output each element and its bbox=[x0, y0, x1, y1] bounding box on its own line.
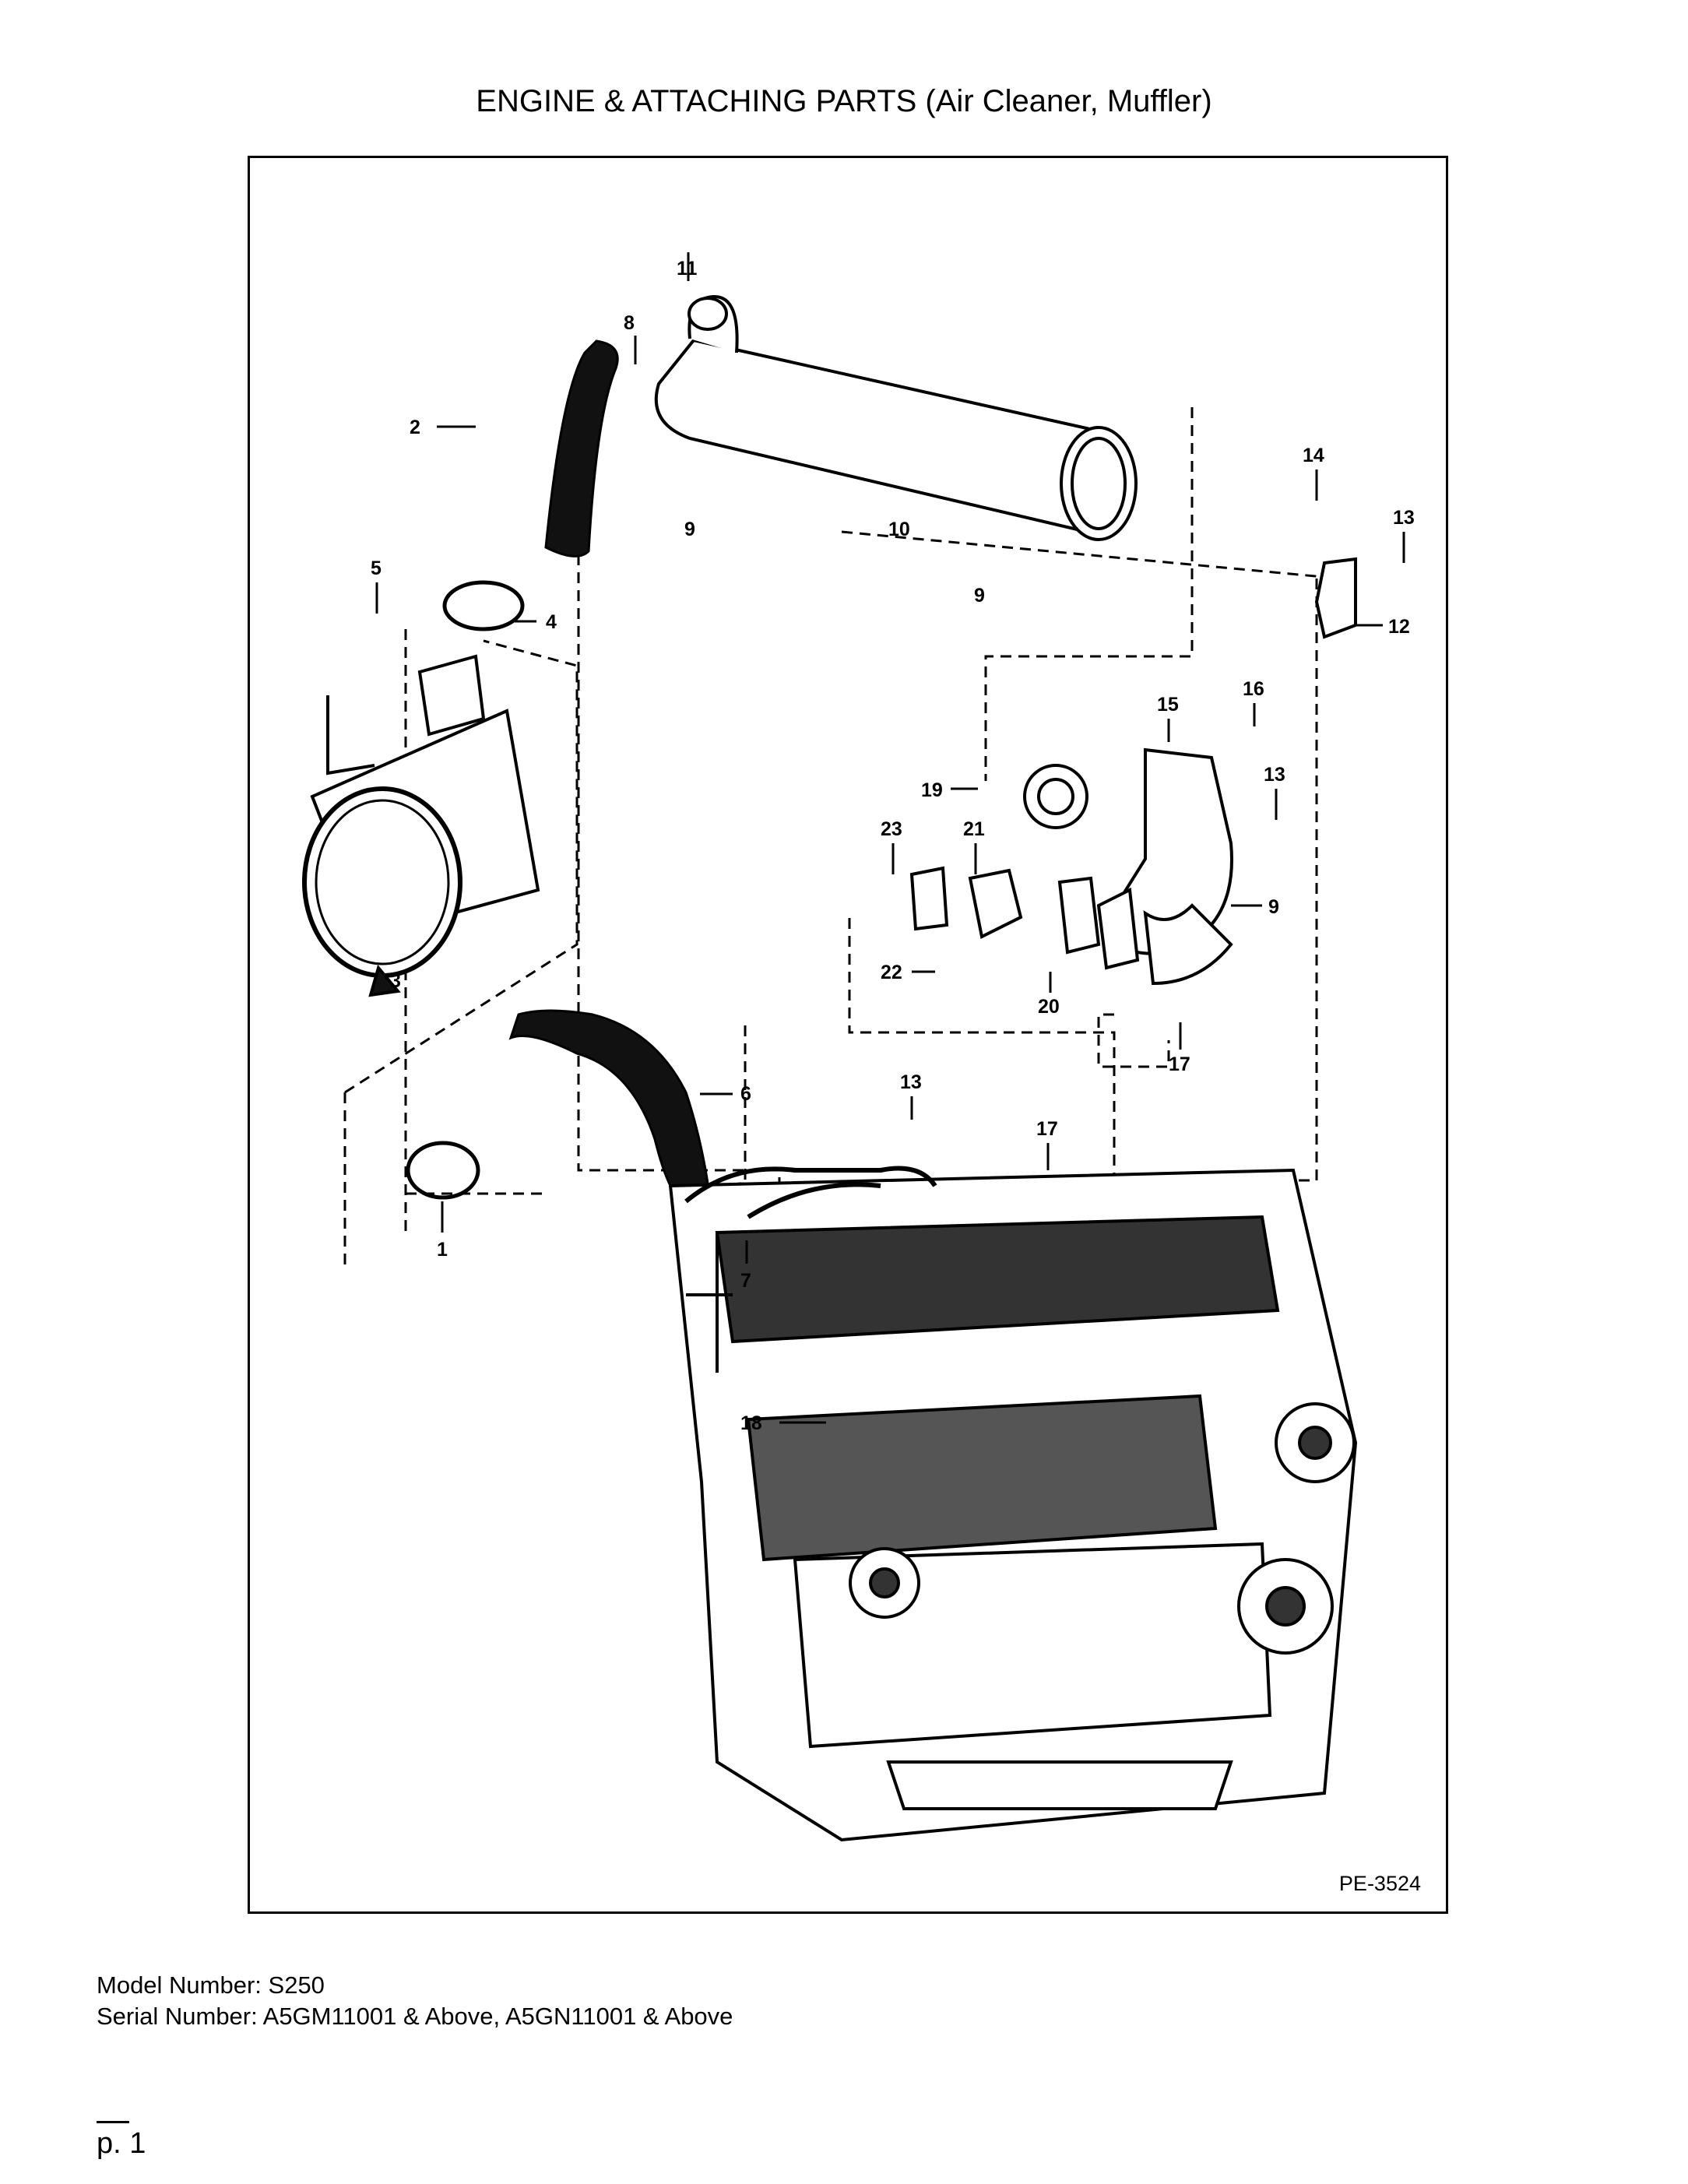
callout-9b: 9 bbox=[974, 585, 985, 607]
callout-15: 15 bbox=[1157, 694, 1179, 716]
callout-17b: 17 bbox=[1036, 1118, 1058, 1140]
callout-6: 6 bbox=[740, 1083, 751, 1105]
callout-12: 12 bbox=[1388, 616, 1410, 638]
leader-lines bbox=[375, 252, 1405, 1424]
diagram-code: PE-3524 bbox=[1338, 1872, 1421, 1895]
hose-clamp bbox=[442, 580, 525, 631]
callout-2: 2 bbox=[410, 417, 420, 438]
callout-3: 3 bbox=[390, 970, 401, 992]
exhaust-flanges bbox=[909, 747, 1233, 986]
callout-23: 23 bbox=[881, 818, 902, 840]
air-cleaner bbox=[302, 654, 540, 997]
callout-8: 8 bbox=[624, 312, 635, 334]
mounting-bracket bbox=[1314, 557, 1357, 639]
callout-17: 17 bbox=[1169, 1053, 1190, 1075]
callout-13b: 13 bbox=[1264, 764, 1285, 786]
callout-1: 1 bbox=[437, 1239, 448, 1261]
callout-19: 19 bbox=[921, 779, 943, 801]
lower-hose bbox=[508, 1009, 711, 1203]
callout-13c: 13 bbox=[900, 1071, 922, 1093]
page-number: p. 1 bbox=[97, 2127, 146, 2160]
callout-9: 9 bbox=[684, 519, 695, 540]
serial-number: Serial Number: A5GM11001 & Above, A5GN11… bbox=[97, 2003, 733, 2030]
callout-11: 11 bbox=[677, 258, 698, 280]
callout-4: 4 bbox=[546, 611, 557, 633]
muffler bbox=[654, 294, 1138, 541]
page-title: ENGINE & ATTACHING PARTS (Air Cleaner, M… bbox=[476, 84, 1212, 118]
engine-block bbox=[668, 1166, 1358, 1842]
callout-7: 7 bbox=[740, 1270, 751, 1292]
callout-10: 10 bbox=[888, 519, 910, 540]
callout-9c: 9 bbox=[1268, 896, 1279, 918]
page-rule bbox=[97, 2121, 129, 2123]
intake-hose bbox=[544, 339, 619, 557]
exploded-view-drawing: 11 8 2 14 13 5 4 9 10 9 12 15 16 19 13 2… bbox=[302, 252, 1415, 1842]
parts-diagram: 11 8 2 14 13 5 4 9 10 9 12 15 16 19 13 2… bbox=[248, 156, 1448, 1914]
callout-16: 16 bbox=[1243, 678, 1264, 700]
callout-5: 5 bbox=[371, 557, 382, 579]
callout-14: 14 bbox=[1303, 445, 1324, 466]
hose-clamp-lower bbox=[406, 1141, 480, 1200]
callout-20: 20 bbox=[1038, 996, 1060, 1018]
callout-13: 13 bbox=[1393, 507, 1415, 529]
model-number: Model Number: S250 bbox=[97, 1971, 325, 1999]
callout-18: 18 bbox=[740, 1412, 762, 1434]
callout-21: 21 bbox=[963, 818, 985, 840]
callout-22: 22 bbox=[881, 962, 902, 983]
